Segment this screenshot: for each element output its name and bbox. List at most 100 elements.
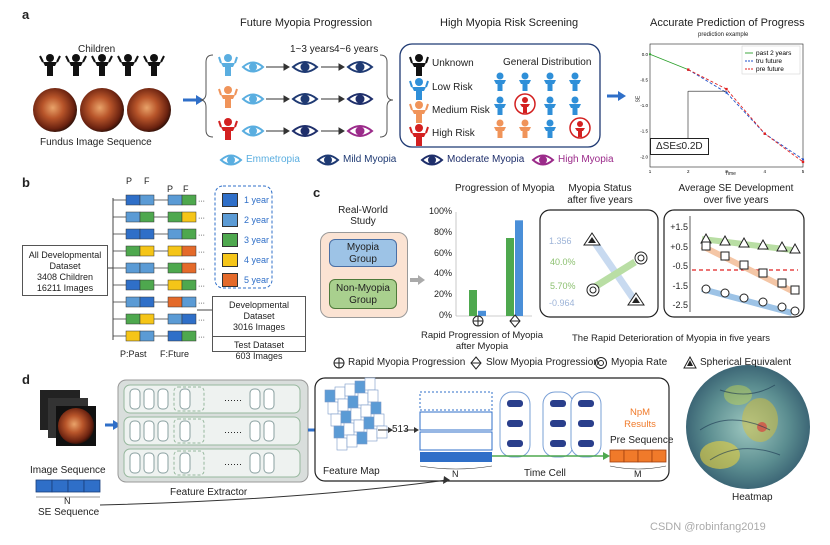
extractor-cell bbox=[179, 452, 191, 474]
npm-results: NpM Results bbox=[615, 407, 665, 431]
year-label: 1 year bbox=[244, 195, 270, 205]
se-circle-marker bbox=[758, 297, 768, 307]
prediction-chart-title: prediction example bbox=[698, 32, 749, 38]
rapid-caption-line1: Rapid Progression of Myopia bbox=[421, 330, 543, 341]
future-progression-title: Future Myopia Progression bbox=[240, 17, 373, 29]
feature-map-cell bbox=[364, 377, 376, 391]
x-tick-label: 1 bbox=[649, 169, 652, 174]
y-tick-label: -0.5 bbox=[640, 77, 648, 82]
future-cell bbox=[181, 211, 197, 223]
pct-tick-label: 20% bbox=[433, 289, 452, 300]
avg-se-ticks: +1.5+0.5-0.5-1.5-2.5 bbox=[664, 222, 688, 320]
row-ellipsis: ··· bbox=[198, 266, 205, 273]
avg-se-title-line2: over five years bbox=[703, 195, 769, 206]
risk-high-label: High Risk bbox=[432, 128, 475, 139]
se-square-marker bbox=[758, 268, 768, 278]
feature-map-cell bbox=[333, 425, 345, 439]
panel-b-letter: b bbox=[22, 175, 30, 190]
past-legend: P:Past bbox=[120, 349, 147, 359]
myopia-group-line2: Group bbox=[349, 254, 377, 265]
y-tick-label: -2.0 bbox=[640, 154, 648, 159]
row-person-icons bbox=[218, 54, 238, 140]
watermark: CSDN @robinfang2019 bbox=[650, 521, 766, 533]
feature-map-cell bbox=[350, 407, 362, 421]
legend-high-myopia: High Myopia bbox=[558, 154, 614, 165]
real-world-line1: Real-World bbox=[338, 205, 388, 216]
extractor-cell bbox=[249, 420, 261, 442]
avg-tick-label: -0.5 bbox=[672, 261, 688, 271]
x-tick-label: 2 bbox=[687, 169, 690, 174]
legend-mild-myopia: Mild Myopia bbox=[343, 154, 397, 165]
distribution-grid bbox=[494, 72, 591, 139]
image-stack bbox=[40, 390, 96, 446]
extractor-cell bbox=[157, 420, 169, 442]
rapid-caption-line2: after Myopia bbox=[455, 341, 509, 352]
feature-map-cell bbox=[376, 425, 388, 439]
future-cell bbox=[181, 296, 197, 308]
fundus-images bbox=[33, 88, 171, 132]
year-swatch bbox=[222, 273, 238, 287]
extractor-cell bbox=[129, 452, 141, 474]
pct-tick-label: 60% bbox=[433, 247, 452, 258]
se-circle-marker bbox=[739, 293, 749, 303]
extractor-cell bbox=[143, 420, 155, 442]
pct-ticks: 100%80%60%40%20%0% bbox=[420, 206, 452, 331]
feature-map-cell bbox=[334, 386, 346, 400]
row-ellipsis: ··· bbox=[198, 334, 205, 341]
progression-title: Progression of Myopia bbox=[455, 183, 555, 194]
risk-low-label: Low Risk bbox=[432, 82, 473, 93]
year-label: 4 year bbox=[244, 255, 270, 265]
feature-map-cell bbox=[347, 395, 359, 409]
avg-tick-label: +0.5 bbox=[670, 241, 688, 252]
se-square-marker bbox=[790, 285, 800, 295]
extractor-cell bbox=[249, 452, 261, 474]
avg-tick-label: -1.5 bbox=[672, 280, 688, 291]
extractor-ellipsis: ······ bbox=[224, 459, 242, 469]
series-line bbox=[688, 69, 804, 160]
se-square-marker bbox=[777, 278, 787, 288]
year-swatch bbox=[222, 193, 238, 207]
se-square-marker bbox=[720, 251, 730, 261]
test-dataset-images: 603 Images bbox=[235, 351, 283, 361]
dim-513-label: 513 bbox=[392, 424, 409, 435]
feature-map-cell bbox=[354, 380, 366, 394]
feature-map-cell bbox=[336, 437, 348, 451]
se-circle-marker bbox=[790, 306, 800, 316]
years-2-label: 4~6 years bbox=[334, 44, 379, 55]
future-cell bbox=[181, 245, 197, 257]
heatmap-image bbox=[686, 365, 810, 489]
avg-se-title: Average SE Development over five years bbox=[676, 183, 796, 207]
feature-map-cell bbox=[343, 422, 355, 436]
y-tick-label: -1.5 bbox=[640, 129, 648, 134]
extractor-ellipsis: ······ bbox=[224, 427, 242, 437]
risk-medium-label: Medium Risk bbox=[432, 105, 490, 116]
feature-map-cell bbox=[353, 419, 365, 433]
years-1-label: 1~3 years bbox=[290, 44, 335, 55]
future-cell bbox=[181, 194, 197, 206]
series-line bbox=[688, 69, 804, 163]
feature-map-cell bbox=[327, 401, 339, 415]
year-legend-item: 1 year bbox=[222, 190, 269, 210]
feature-map-cell bbox=[346, 434, 358, 448]
se-triangle-marker bbox=[738, 236, 750, 248]
extractor-cell bbox=[263, 388, 275, 410]
legend-entry: pre future bbox=[756, 66, 784, 73]
feature-map-cell bbox=[356, 431, 368, 445]
deterioration-caption: The Rapid Deterioration of Myopia in fiv… bbox=[572, 333, 771, 344]
year-legend-item: 5 year bbox=[222, 270, 269, 290]
non-myopia-line2: Group bbox=[349, 295, 377, 306]
future-cell bbox=[181, 330, 197, 342]
series-line bbox=[649, 53, 689, 71]
children-icons bbox=[39, 54, 165, 76]
legend-myopia-rate: Myopia Rate bbox=[611, 357, 668, 368]
all-dataset-images: 16211 Images bbox=[36, 283, 94, 293]
all-dataset-title: All Developmental Dataset bbox=[28, 250, 102, 271]
status-title: Myopia Status after five years bbox=[560, 183, 640, 207]
panel-d-letter: d bbox=[22, 372, 30, 387]
heatmap-label: Heatmap bbox=[732, 492, 773, 503]
legend-entry: tru future bbox=[756, 58, 782, 65]
progression-rows bbox=[266, 63, 345, 135]
